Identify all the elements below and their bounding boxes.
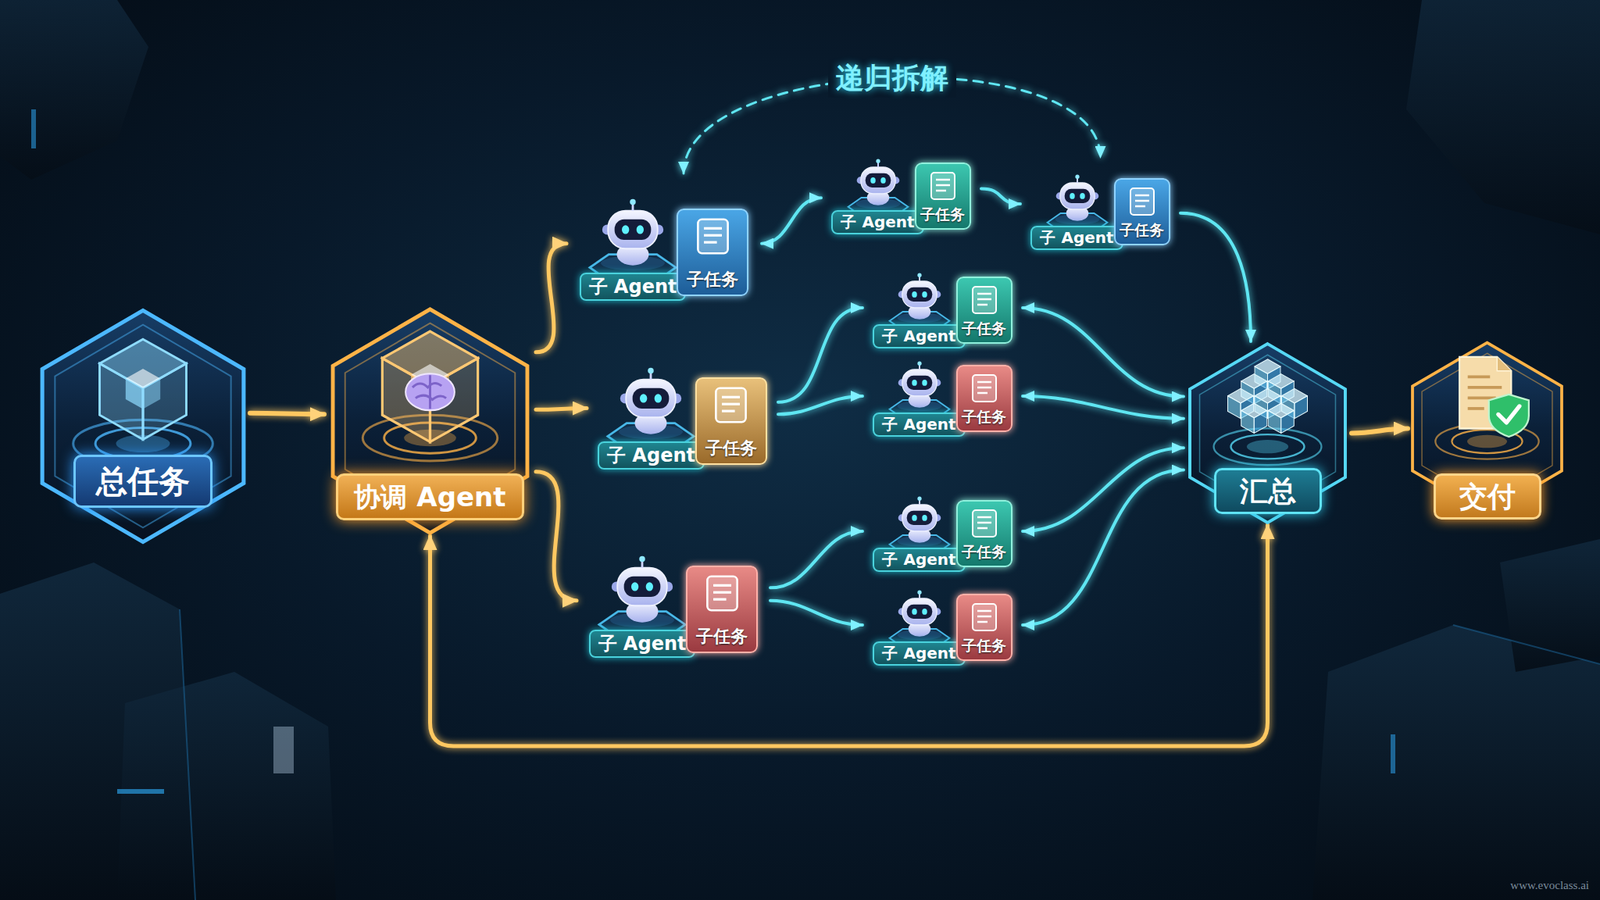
connector-arrow bbox=[1022, 447, 1184, 532]
document-icon bbox=[968, 372, 1000, 404]
robot-icon bbox=[584, 196, 682, 284]
connector-arrow bbox=[981, 189, 1021, 205]
subtask-card: 子任务 bbox=[956, 276, 1013, 344]
connector-arrow bbox=[250, 413, 325, 415]
connector-arrow bbox=[1022, 396, 1184, 419]
agent-label: 子 Agent bbox=[579, 272, 687, 301]
subtask-label: 子任务 bbox=[961, 636, 1007, 655]
label-holder: 递归拆解 bbox=[828, 58, 957, 97]
subtask-label: 子任务 bbox=[705, 438, 758, 459]
connector-arrow bbox=[1022, 470, 1184, 626]
connector-arrow bbox=[535, 408, 587, 411]
robot-icon bbox=[883, 271, 956, 333]
robot-icon bbox=[883, 359, 956, 421]
connector-arrow bbox=[1022, 307, 1184, 397]
subtask-card: 子任务 bbox=[676, 208, 749, 297]
document-icon bbox=[702, 573, 743, 614]
connector-arrow bbox=[770, 600, 863, 625]
subtask-card: 子任务 bbox=[956, 500, 1013, 568]
document-icon bbox=[968, 284, 1000, 316]
agent-node: 子 Agent子任务 bbox=[862, 267, 1023, 349]
agent-label: 子 Agent bbox=[872, 412, 965, 437]
agent-column: 子 Agent bbox=[872, 271, 965, 349]
node-label: 交付 bbox=[1433, 473, 1542, 520]
connector-arrow bbox=[535, 471, 577, 601]
agent-label: 子 Agent bbox=[872, 324, 965, 349]
agent-column: 子 Agent bbox=[1030, 172, 1123, 250]
subtask-label: 子任务 bbox=[696, 626, 748, 647]
subtask-card: 子任务 bbox=[956, 364, 1013, 433]
connector-arrow bbox=[778, 396, 863, 415]
agent-column: 子 Agent bbox=[872, 494, 965, 572]
subtask-card: 子任务 bbox=[914, 162, 972, 230]
connector-arrow bbox=[1180, 213, 1251, 342]
subtask-label: 子任务 bbox=[1119, 221, 1165, 240]
robot-icon bbox=[1041, 172, 1114, 234]
subtask-label: 子任务 bbox=[961, 319, 1007, 338]
robot-icon bbox=[883, 588, 956, 650]
label-holder: www.evoclass.ai bbox=[1510, 877, 1590, 893]
robot-icon bbox=[593, 553, 691, 641]
merge-hexagon: 汇总 bbox=[1183, 341, 1352, 525]
agent-node: 子 Agent子任务 bbox=[1020, 157, 1181, 250]
subtask-card: 子任务 bbox=[695, 377, 768, 465]
agent-label: 子 Agent bbox=[1030, 225, 1123, 250]
subtask-card: 子任务 bbox=[956, 593, 1013, 661]
agent-node: 子 Agent子任务 bbox=[862, 490, 1023, 572]
agent-column: 子 Agent bbox=[831, 157, 924, 235]
deliver-hexagon: 交付 bbox=[1407, 326, 1567, 531]
node-label: 协调 Agent bbox=[335, 473, 524, 522]
connector-arrow bbox=[535, 243, 567, 353]
robot-icon bbox=[842, 157, 915, 218]
connector-arrow bbox=[430, 525, 1268, 747]
coordinator-hexagon: 协调 Agent bbox=[324, 306, 536, 536]
task-hexagon: 总任务 bbox=[35, 296, 250, 557]
subtask-label: 子任务 bbox=[961, 407, 1007, 426]
subtask-label: 子任务 bbox=[686, 269, 739, 290]
agent-label: 子 Agent bbox=[597, 441, 705, 470]
watermark: www.evoclass.ai bbox=[1510, 878, 1590, 892]
agent-column: 子 Agent bbox=[589, 553, 697, 658]
agent-column: 子 Agent bbox=[872, 359, 965, 437]
node-label: 汇总 bbox=[1214, 467, 1322, 515]
platform-illustration bbox=[35, 296, 250, 557]
agent-label: 子 Agent bbox=[831, 210, 924, 235]
document-icon bbox=[710, 385, 751, 425]
agent-column: 子 Agent bbox=[872, 588, 965, 666]
document-icon bbox=[692, 216, 733, 257]
document-icon bbox=[968, 507, 1000, 540]
connector-arrow bbox=[761, 197, 822, 243]
agent-node: 子 Agent子任务 bbox=[821, 142, 982, 235]
subtask-card: 子任务 bbox=[685, 565, 758, 654]
subtask-card: 子任务 bbox=[1114, 178, 1171, 246]
agent-node: 子 Agent子任务 bbox=[862, 584, 1023, 666]
robot-icon bbox=[602, 364, 700, 453]
edge-label: 递归拆解 bbox=[828, 58, 957, 97]
agent-node: 子 Agent子任务 bbox=[576, 530, 771, 658]
subtask-label: 子任务 bbox=[961, 542, 1007, 561]
robot-icon bbox=[883, 494, 956, 556]
agent-label: 子 Agent bbox=[872, 641, 965, 666]
node-label: 总任务 bbox=[73, 454, 213, 508]
agent-label: 子 Agent bbox=[872, 547, 965, 572]
agent-label: 子 Agent bbox=[589, 629, 697, 658]
connector-arrow bbox=[778, 307, 863, 403]
subtask-label: 子任务 bbox=[920, 205, 965, 224]
document-icon bbox=[927, 170, 959, 202]
document-icon bbox=[1126, 185, 1158, 218]
agent-node: 子 Agent子任务 bbox=[586, 346, 779, 470]
agent-column: 子 Agent bbox=[597, 364, 705, 470]
agent-node: 子 Agent子任务 bbox=[566, 173, 762, 301]
connector-arrow bbox=[1351, 428, 1408, 434]
agent-node: 子 Agent子任务 bbox=[862, 355, 1023, 437]
agent-column: 子 Agent bbox=[579, 196, 687, 301]
document-icon bbox=[968, 601, 1000, 633]
connector-arrow bbox=[770, 531, 863, 588]
